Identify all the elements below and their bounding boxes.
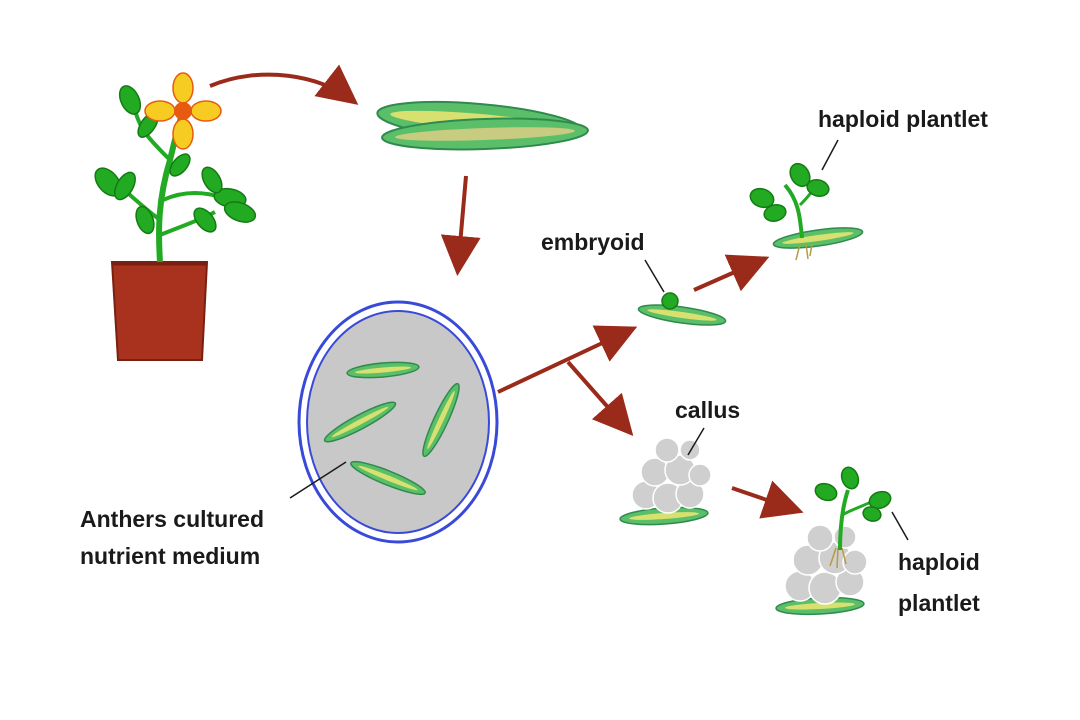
dish-outer-ring [297,300,499,544]
embryoid-on-anther [637,292,727,326]
label-haploid-bottom: haploid [898,549,980,575]
flower-icon [144,72,222,150]
process-arrows [209,64,804,519]
label-anthers-cultured: Anthers cultured [80,506,264,532]
label-embryoid: embryoid [541,229,645,255]
arrow-dish-to-embryoid [497,325,638,394]
label-leader-lines [289,139,909,541]
arrow-callus-to-plantlet [731,480,804,519]
label-callus: callus [675,397,740,423]
arrow-dish-to-callus [566,360,634,436]
potted-plant [94,72,257,361]
arrow-embryoid-to-plantlet [693,254,770,292]
cultured-anthers [323,361,460,496]
nutrient-medium [306,310,490,534]
excised-anthers [376,100,589,151]
flower-pot [110,261,209,361]
arrow-plant-to-anthers [209,64,359,105]
label-haploid-plantlet-top: haploid plantlet [818,106,988,132]
label-nutrient-medium: nutrient medium [80,543,260,569]
callus-mass [619,437,712,526]
embryoid [661,292,679,310]
arrow-anthers-to-dish [440,175,481,276]
culture-dish [297,300,499,544]
label-plantlet-bottom: plantlet [898,590,980,616]
haploid-plantlet-top [749,162,864,261]
haploid-plantlet-bottom [775,466,892,616]
plant-leaves [94,85,257,235]
